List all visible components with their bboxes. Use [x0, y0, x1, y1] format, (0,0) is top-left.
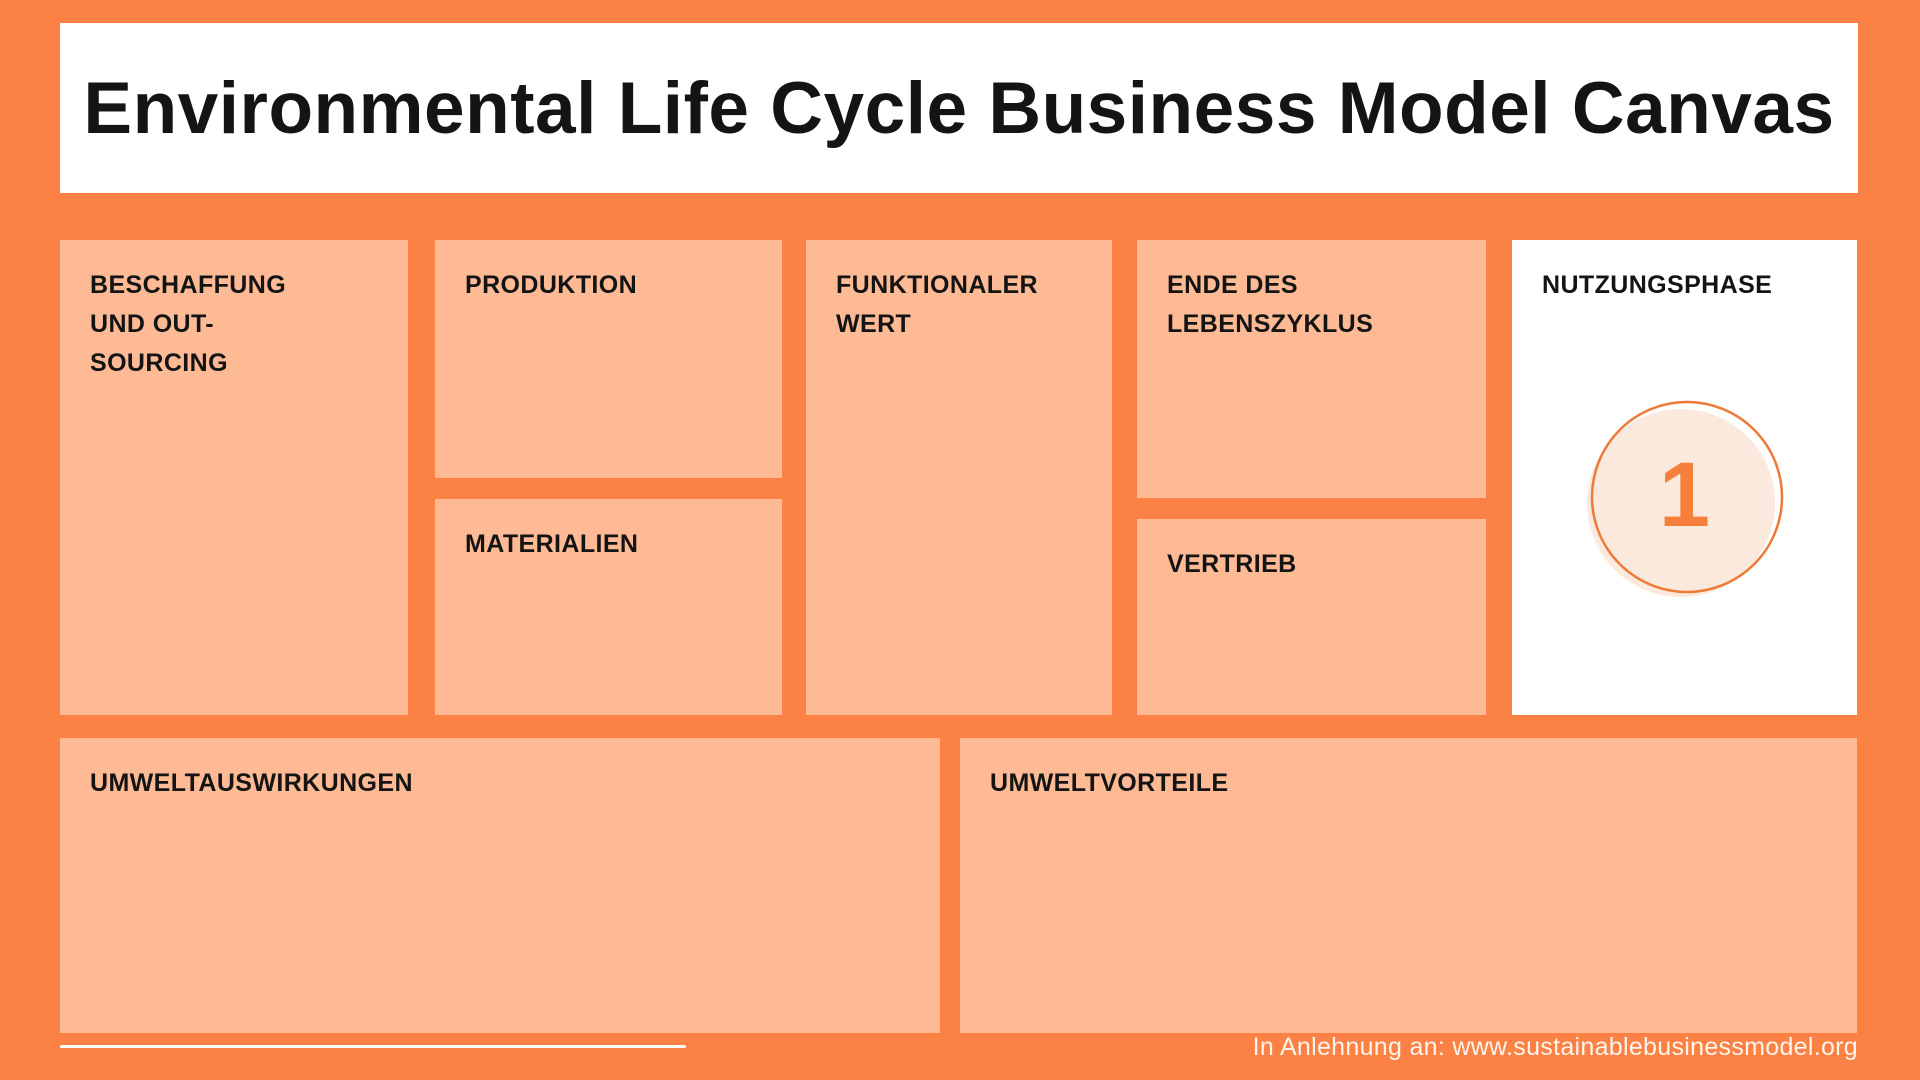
page-title: Environmental Life Cycle Business Model … [83, 67, 1835, 149]
panel-nutzungsphase: NUTZUNGSPHASE 1 [1512, 240, 1857, 715]
title-bar: Environmental Life Cycle Business Model … [60, 23, 1858, 193]
box-label-beschaffung: BESCHAFFUNG UND OUT- SOURCING [90, 271, 287, 377]
step-one-badge: 1 [1575, 388, 1795, 608]
box-label-vertrieb: VERTRIEB [1167, 550, 1297, 578]
box-materialien: MATERIALIEN [435, 499, 782, 715]
box-ende-des-lebenszyklus: ENDE DES LEBENSZYKLUS [1137, 240, 1486, 498]
box-umweltauswirkungen: UMWELTAUSWIRKUNGEN [60, 738, 940, 1033]
box-label-funktionaler-wert: FUNKTIONALER WERT [836, 271, 1039, 338]
footer-attribution: In Anlehnung an: www.sustainablebusiness… [1252, 1033, 1858, 1061]
box-produktion: PRODUKTION [435, 240, 782, 478]
step-one-circle-icon [1586, 400, 1783, 597]
box-label-umweltauswirkungen: UMWELTAUSWIRKUNGEN [90, 769, 413, 797]
step-number: 1 [1658, 443, 1711, 546]
box-label-materialien: MATERIALIEN [465, 530, 639, 558]
box-umweltvorteile: UMWELTVORTEILE [960, 738, 1857, 1033]
box-funktionaler-wert: FUNKTIONALER WERT [806, 240, 1112, 715]
box-label-umweltvorteile: UMWELTVORTEILE [990, 769, 1229, 797]
box-label-produktion: PRODUKTION [465, 271, 638, 299]
footer-divider-line [60, 1045, 686, 1048]
panel-label-nutzungsphase: NUTZUNGSPHASE [1542, 271, 1773, 299]
box-label-ende-des-lebenszyklus: ENDE DES LEBENSZYKLUS [1167, 271, 1374, 338]
box-vertrieb: VERTRIEB [1137, 519, 1486, 715]
box-beschaffung-und-outsourcing: BESCHAFFUNG UND OUT- SOURCING [60, 240, 408, 715]
